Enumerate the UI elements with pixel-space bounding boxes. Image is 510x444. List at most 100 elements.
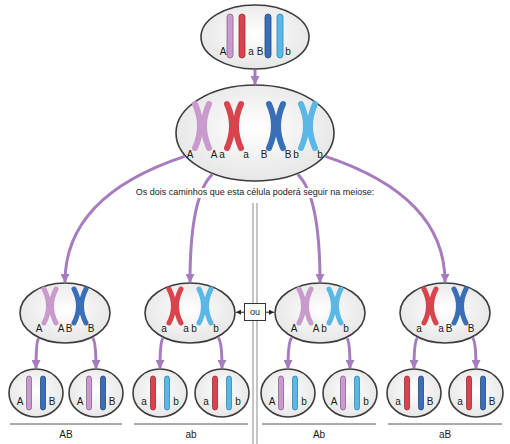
cell-membrane bbox=[387, 369, 441, 417]
allele-letter: A bbox=[269, 397, 276, 407]
cell-membrane bbox=[20, 283, 110, 343]
cell-ellipse: Ab bbox=[322, 368, 378, 418]
allele-letter: A bbox=[291, 324, 298, 334]
allele-letter: A bbox=[211, 150, 218, 160]
allele-letter: b bbox=[317, 150, 323, 160]
or-word: ou bbox=[250, 308, 260, 317]
allele-letter: B bbox=[88, 324, 95, 334]
cell-membrane bbox=[195, 369, 249, 417]
cell-ellipse: AABB bbox=[19, 282, 111, 344]
allele-letter: a bbox=[438, 324, 444, 334]
cell-ellipse: ab bbox=[194, 368, 250, 418]
allele-letter: b bbox=[301, 397, 307, 407]
division-arrow bbox=[160, 338, 163, 368]
allele-letter: a bbox=[243, 150, 249, 160]
allele-letter: a bbox=[219, 150, 225, 160]
cell-membrane bbox=[69, 369, 123, 417]
allele-letter: A bbox=[17, 397, 24, 407]
cell-outline bbox=[386, 368, 442, 418]
division-arrow bbox=[218, 338, 222, 368]
allele-letter: a bbox=[248, 47, 254, 57]
allele-letter: b bbox=[173, 397, 179, 407]
cell-membrane bbox=[275, 283, 365, 343]
allele-letter: a bbox=[416, 324, 422, 334]
division-arrow bbox=[93, 338, 97, 368]
allele-letter: b bbox=[321, 324, 327, 334]
cell-outline bbox=[200, 4, 310, 70]
division-arrow bbox=[347, 338, 350, 368]
cell-ellipse: A Aa a B Bb b bbox=[175, 84, 335, 182]
allele-letter: b bbox=[213, 324, 219, 334]
allele-letter: a bbox=[141, 397, 147, 407]
cell-membrane bbox=[261, 369, 315, 417]
gamete-label: Ab bbox=[311, 429, 327, 440]
cell-outline bbox=[322, 368, 378, 418]
cell-outline bbox=[448, 368, 504, 418]
cell-ellipse: aB bbox=[448, 368, 504, 418]
allele-letter: b bbox=[235, 397, 241, 407]
allele-letter: b bbox=[363, 397, 369, 407]
cell-outline bbox=[68, 368, 124, 418]
cell-outline bbox=[175, 84, 335, 182]
allele-letter: b bbox=[191, 324, 197, 334]
allele-letter: A bbox=[58, 324, 65, 334]
cell-ellipse: Ab bbox=[260, 368, 316, 418]
allele-letter: A bbox=[187, 150, 194, 160]
group-bracket bbox=[388, 424, 502, 425]
allele-letter: A bbox=[313, 324, 320, 334]
cell-ellipse: AB bbox=[68, 368, 124, 418]
allele-letter: B bbox=[446, 324, 453, 334]
group-bracket bbox=[262, 424, 376, 425]
division-arrow bbox=[473, 338, 477, 368]
division-arrow bbox=[288, 338, 292, 368]
group-bracket bbox=[134, 424, 248, 425]
allele-letter: B bbox=[66, 324, 73, 334]
allele-letter: B bbox=[468, 324, 475, 334]
cell-membrane bbox=[400, 283, 490, 343]
cell-outline bbox=[8, 368, 64, 418]
allele-letter: B bbox=[109, 397, 116, 407]
cell-outline bbox=[19, 282, 111, 344]
gamete-label: AB bbox=[57, 429, 74, 440]
division-arrow bbox=[325, 156, 445, 282]
cell-outline bbox=[274, 282, 366, 344]
allele-letter: A bbox=[77, 397, 84, 407]
allele-letter: b bbox=[343, 324, 349, 334]
divider-line bbox=[253, 203, 254, 444]
cell-membrane bbox=[145, 283, 235, 343]
cell-membrane bbox=[133, 369, 187, 417]
allele-letter: a bbox=[203, 397, 209, 407]
division-arrow bbox=[414, 338, 418, 368]
allele-letter: B bbox=[489, 397, 496, 407]
gamete-label: ab bbox=[183, 429, 198, 440]
allele-letter: B bbox=[261, 150, 268, 160]
allele-letter: a bbox=[457, 397, 463, 407]
allele-letter: b bbox=[285, 47, 291, 57]
cell-outline bbox=[260, 368, 316, 418]
or-box: ou bbox=[244, 303, 266, 321]
cell-outline bbox=[132, 368, 188, 418]
cell-membrane bbox=[449, 369, 503, 417]
allele-letter: B bbox=[257, 47, 264, 57]
allele-letter: b bbox=[293, 150, 299, 160]
allele-letter: a bbox=[395, 397, 401, 407]
allele-letter: A bbox=[331, 397, 338, 407]
allele-letter: A bbox=[36, 324, 43, 334]
cell-ellipse: A Ab b bbox=[274, 282, 366, 344]
allele-letter: A bbox=[220, 47, 227, 57]
cell-outline bbox=[144, 282, 236, 344]
cell-ellipse: aB bbox=[386, 368, 442, 418]
cell-ellipse: aaBB bbox=[399, 282, 491, 344]
cell-membrane bbox=[176, 85, 334, 181]
group-bracket bbox=[10, 424, 122, 425]
gamete-label: aB bbox=[437, 429, 453, 440]
divider-line bbox=[257, 203, 258, 444]
cell-ellipse: aabb bbox=[144, 282, 236, 344]
cell-ellipse: ab bbox=[132, 368, 188, 418]
cell-membrane bbox=[9, 369, 63, 417]
division-arrow bbox=[36, 338, 39, 368]
division-arrow bbox=[254, 70, 257, 84]
allele-letter: B bbox=[285, 150, 292, 160]
cell-outline bbox=[194, 368, 250, 418]
